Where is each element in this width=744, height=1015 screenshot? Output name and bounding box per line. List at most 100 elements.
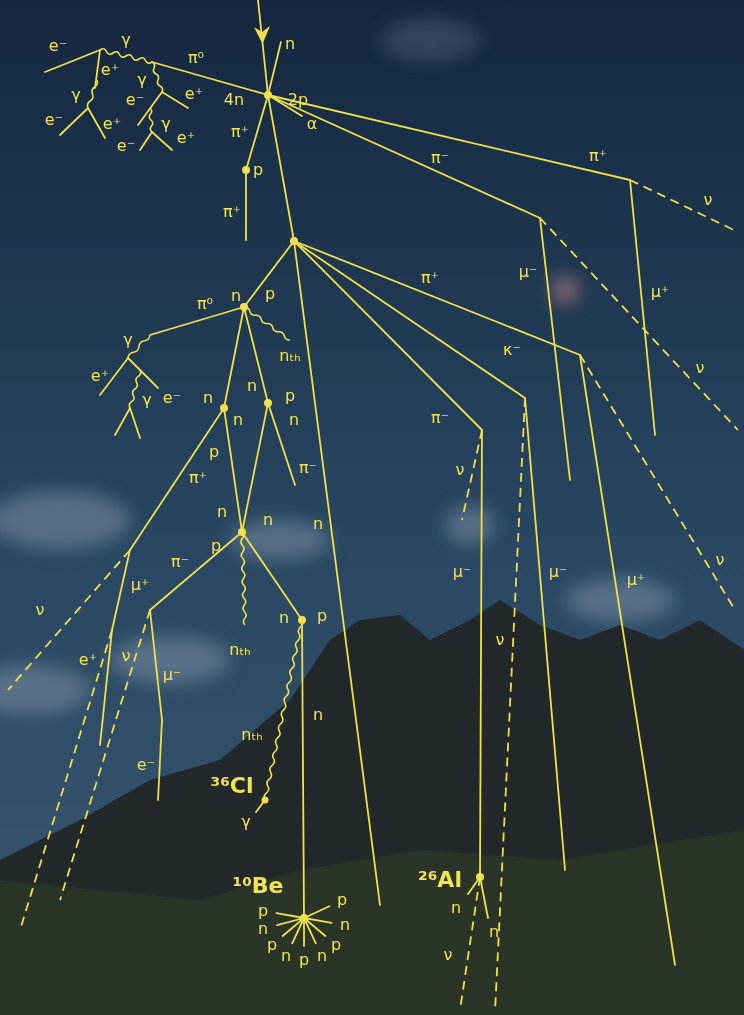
- particle-track: [140, 132, 152, 150]
- particle-label: n: [217, 504, 227, 520]
- particle-track: [580, 355, 675, 965]
- particle-track: [304, 906, 329, 918]
- photon-track: [149, 108, 153, 132]
- particle-label: μ⁻: [549, 564, 568, 580]
- neutrino-track: [8, 550, 130, 690]
- background: [110, 636, 230, 684]
- neutrino-track: [462, 430, 482, 520]
- particle-label: n: [203, 390, 213, 406]
- particle-label: α: [307, 116, 318, 132]
- particle-track: [525, 398, 565, 870]
- particle-track: [242, 532, 302, 620]
- particle-label: nₜₕ: [241, 727, 262, 743]
- arrowhead: [254, 26, 270, 44]
- interaction-vertex: [298, 616, 306, 624]
- particle-label: γ: [121, 32, 130, 48]
- interaction-vertex: [220, 91, 484, 922]
- particle-label: e⁻: [163, 390, 181, 406]
- particle-label: n: [289, 412, 299, 428]
- particle-track: [268, 42, 281, 95]
- interaction-vertex: [238, 528, 246, 536]
- particle-label: π⁻: [431, 410, 449, 426]
- particle-label: ν: [496, 632, 505, 648]
- interaction-vertex: [220, 404, 228, 412]
- particle-label: p: [317, 608, 327, 624]
- background: [380, 18, 480, 62]
- particle-track: [304, 918, 316, 943]
- particle-label: n: [451, 900, 461, 916]
- interaction-vertex: [264, 91, 272, 99]
- particle-label: p: [331, 937, 341, 953]
- interaction-vertex: [242, 166, 250, 174]
- particle-label: π⁺: [421, 270, 439, 286]
- photon-track: [241, 532, 246, 625]
- particle-label: γ: [71, 87, 80, 103]
- particle-label: π⁻: [171, 554, 189, 570]
- neutrino-track: [580, 355, 735, 610]
- particle-label: π⁻: [431, 150, 449, 166]
- neutrino-track: [495, 398, 525, 1012]
- particle-label: p: [211, 538, 221, 554]
- neutrino-track: [630, 180, 738, 232]
- neutrino-track: [20, 630, 112, 930]
- particle-label: ν: [122, 648, 131, 664]
- particle-label: π⁰: [188, 50, 204, 66]
- particle-track: [277, 918, 304, 925]
- interaction-vertex: [476, 873, 484, 881]
- particle-label: e⁺: [91, 368, 109, 384]
- particle-label: ν: [716, 552, 725, 568]
- particle-label: ν: [456, 462, 465, 478]
- particle-label: nₜₕ: [229, 642, 250, 658]
- particle-track: [258, 0, 268, 95]
- particle-label: π⁺: [223, 204, 241, 220]
- particle-track: [268, 95, 630, 180]
- background: [0, 830, 744, 1015]
- particle-label: γ: [142, 392, 151, 408]
- particle-label: κ⁻: [503, 342, 521, 358]
- particle-track: [45, 0, 675, 965]
- particle-track: [276, 913, 304, 918]
- particle-label: p: [258, 903, 268, 919]
- photon-track: [264, 620, 303, 800]
- particle-track: [128, 358, 158, 388]
- particle-label: e⁻: [126, 92, 144, 108]
- particle-track: [294, 241, 380, 905]
- particle-label: μ⁺: [627, 572, 646, 588]
- particle-track: [480, 877, 488, 918]
- particle-label: ν: [444, 947, 453, 963]
- particle-label: γ: [137, 72, 146, 88]
- particle-label: μ⁻: [453, 564, 472, 580]
- photon-track: [152, 62, 163, 92]
- particle-label: p: [337, 892, 347, 908]
- particle-track: [152, 132, 172, 150]
- particle-label: π⁺: [189, 470, 207, 486]
- particle-label: p: [285, 388, 295, 404]
- particle-label: π⁺: [589, 148, 607, 164]
- particle-track: [158, 720, 162, 800]
- particle-label: n: [247, 378, 257, 394]
- particle-track: [244, 241, 294, 307]
- particle-label: nₜₕ: [279, 348, 300, 364]
- particle-track: [246, 95, 268, 170]
- particle-label: n: [489, 924, 499, 940]
- particle-label: μ⁺: [651, 284, 670, 300]
- particle-track: [162, 92, 188, 108]
- background: [0, 665, 90, 715]
- particle-label: 4n: [224, 92, 244, 108]
- particle-track: [88, 108, 105, 138]
- particle-track: [150, 532, 242, 610]
- particle-track: [294, 241, 525, 398]
- particle-track: [115, 408, 130, 435]
- particle-label: n: [233, 412, 243, 428]
- particle-label: e⁺: [103, 116, 121, 132]
- isotope-label: ²⁶Al: [418, 869, 462, 891]
- background: [0, 490, 130, 550]
- particle-label: p: [265, 286, 275, 302]
- neutrino-track: [60, 610, 150, 900]
- particle-label: π⁻: [299, 460, 317, 476]
- particle-label: p: [209, 444, 219, 460]
- particle-track: [294, 241, 482, 430]
